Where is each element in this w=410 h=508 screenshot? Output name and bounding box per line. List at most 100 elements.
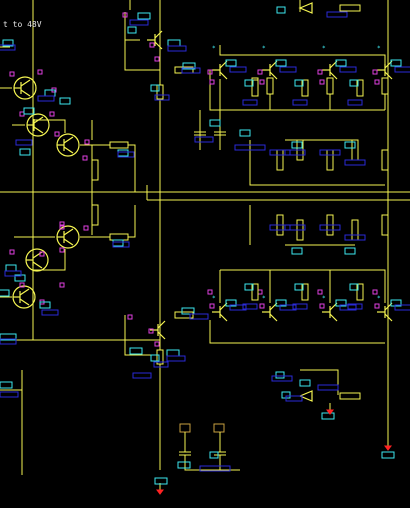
component-value xyxy=(0,391,19,398)
transistor-emitter xyxy=(219,313,228,322)
pin-marker xyxy=(207,69,213,75)
pin-marker xyxy=(374,303,380,309)
component-value xyxy=(15,139,33,146)
component-value xyxy=(269,224,291,231)
transistor-collector xyxy=(32,251,43,259)
pin-marker xyxy=(259,79,265,85)
component-label xyxy=(112,239,124,247)
component-label xyxy=(349,79,359,87)
resistor-icon xyxy=(339,4,361,12)
component-label xyxy=(275,59,287,67)
component-value xyxy=(154,94,170,101)
component-label xyxy=(390,59,402,67)
transistor-emitter xyxy=(20,89,31,97)
component-value xyxy=(394,66,410,73)
wire xyxy=(33,119,66,133)
pin-marker xyxy=(319,303,325,309)
component-label xyxy=(344,141,356,149)
component-label xyxy=(239,129,251,137)
component-value xyxy=(284,224,306,231)
wire xyxy=(219,45,386,70)
component-value xyxy=(292,303,308,310)
pin-marker xyxy=(83,225,89,231)
component-label xyxy=(59,97,71,105)
transistor-emitter xyxy=(384,313,393,322)
component-label xyxy=(209,451,219,459)
resistor-icon xyxy=(156,349,164,365)
transistor-emitter xyxy=(154,41,163,50)
component-value xyxy=(279,66,297,73)
component-value xyxy=(344,234,366,241)
component-label xyxy=(275,299,287,307)
pin-marker xyxy=(9,249,15,255)
component-label xyxy=(19,148,31,156)
resistor-icon xyxy=(174,311,194,319)
pin-marker xyxy=(149,42,155,48)
component-value xyxy=(284,149,306,156)
component-label xyxy=(177,461,191,469)
pin-marker xyxy=(37,69,43,75)
component-label xyxy=(244,283,254,291)
component-label xyxy=(182,62,196,70)
transistor-emitter xyxy=(19,298,30,306)
transistor-icon xyxy=(26,113,50,137)
resistor-icon xyxy=(351,219,359,241)
wire xyxy=(209,320,385,344)
component-label xyxy=(335,59,347,67)
transistor-collector xyxy=(20,79,31,87)
component-value xyxy=(317,384,339,391)
pin-marker xyxy=(59,247,65,253)
pin-marker xyxy=(259,303,265,309)
transistor-collector xyxy=(19,288,30,296)
component-value xyxy=(326,11,348,18)
transistor-icon xyxy=(212,60,228,80)
transistor-emitter xyxy=(63,146,74,154)
component-value xyxy=(129,19,149,26)
component-label xyxy=(344,247,356,255)
resistor-icon xyxy=(381,214,389,236)
component-label xyxy=(154,477,168,485)
transistor-icon xyxy=(147,30,163,50)
transistor-collector xyxy=(63,228,74,236)
resistor-icon xyxy=(109,141,129,149)
pin-marker xyxy=(207,289,213,295)
pin-marker xyxy=(209,303,215,309)
mark-asterisk: * xyxy=(262,295,266,302)
resistor-icon xyxy=(356,283,364,301)
component-label xyxy=(150,354,160,362)
capacitor-tag xyxy=(179,423,191,433)
resistor-icon xyxy=(301,79,309,97)
transistor-icon xyxy=(12,285,36,309)
component-label xyxy=(390,299,402,307)
resistor-icon xyxy=(381,77,389,95)
mark-asterisk: * xyxy=(377,295,381,302)
component-value xyxy=(319,149,341,156)
pin-marker xyxy=(374,79,380,85)
component-label xyxy=(44,89,56,97)
pin-marker xyxy=(154,341,160,347)
pin-marker xyxy=(372,289,378,295)
pin-marker xyxy=(19,111,25,117)
wire xyxy=(124,12,160,71)
capacitor-tag xyxy=(213,423,225,433)
component-label xyxy=(137,12,151,20)
pin-marker xyxy=(9,71,15,77)
pin-marker xyxy=(39,251,45,257)
pin-marker xyxy=(319,79,325,85)
transistor-icon xyxy=(150,320,166,340)
component-label xyxy=(39,301,51,309)
pin-marker xyxy=(54,131,60,137)
component-value xyxy=(347,303,363,310)
component-label xyxy=(0,381,13,389)
component-value xyxy=(285,395,303,402)
pin-marker xyxy=(49,111,55,117)
component-value xyxy=(347,99,363,106)
component-value xyxy=(132,372,152,379)
component-label xyxy=(294,79,304,87)
resistor-icon xyxy=(276,149,284,171)
wire xyxy=(300,369,339,395)
component-label xyxy=(275,371,285,379)
component-label xyxy=(150,84,160,92)
component-value xyxy=(166,355,186,362)
